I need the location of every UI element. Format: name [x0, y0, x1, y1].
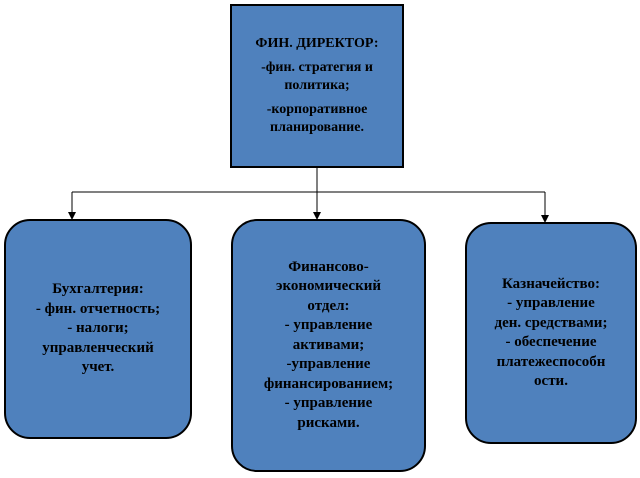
treasury-duty-line: ден. средствами; — [494, 314, 608, 331]
director-duty-line: -фин. стратегия и — [261, 59, 373, 75]
finance-duty-line: финансированием; — [263, 375, 394, 392]
accounting-duty-line: - налоги; — [67, 320, 129, 337]
accounting-box: Бухгалтерия: - фин. отчетность; - налоги… — [4, 219, 192, 439]
director-box: ФИН. ДИРЕКТОР: -фин. стратегия и политик… — [230, 4, 404, 168]
treasury-duty-line: - обеспечение — [505, 334, 597, 350]
accounting-duty-line: - фин. отчетность; — [35, 300, 161, 317]
finance-title-line: экономический — [275, 278, 382, 295]
treasury-duty-line: - управление — [507, 295, 595, 311]
finance-duty-line: активами; — [292, 336, 365, 353]
director-duty-line: -корпоративное — [266, 102, 368, 118]
finance-duty-line: - управление — [284, 395, 373, 412]
finance-title-line: Финансово- — [288, 258, 369, 275]
finance-duty-line: -управление — [286, 356, 371, 373]
finance-title-line: отдел: — [307, 297, 350, 314]
accounting-duty-line: учет. — [81, 359, 115, 376]
treasury-title: Казначейство: — [501, 275, 601, 292]
finance-duty-line: - управление — [284, 317, 373, 334]
accounting-title: Бухгалтерия: — [52, 281, 144, 298]
accounting-duty-line: управленческий — [42, 339, 154, 356]
treasury-duty-line: платежеспособн — [496, 353, 606, 370]
director-duty-line: политика; — [284, 77, 350, 93]
treasury-duty-line: ости. — [534, 373, 568, 389]
director-duty-line: планирование. — [270, 120, 364, 136]
finance-duty-line: рисками. — [297, 414, 360, 431]
finance-economic-box: Финансово- экономический отдел: - управл… — [231, 219, 426, 472]
treasury-box: Казначейство: - управление ден. средства… — [465, 222, 637, 444]
director-title: ФИН. ДИРЕКТОР: — [255, 35, 379, 51]
